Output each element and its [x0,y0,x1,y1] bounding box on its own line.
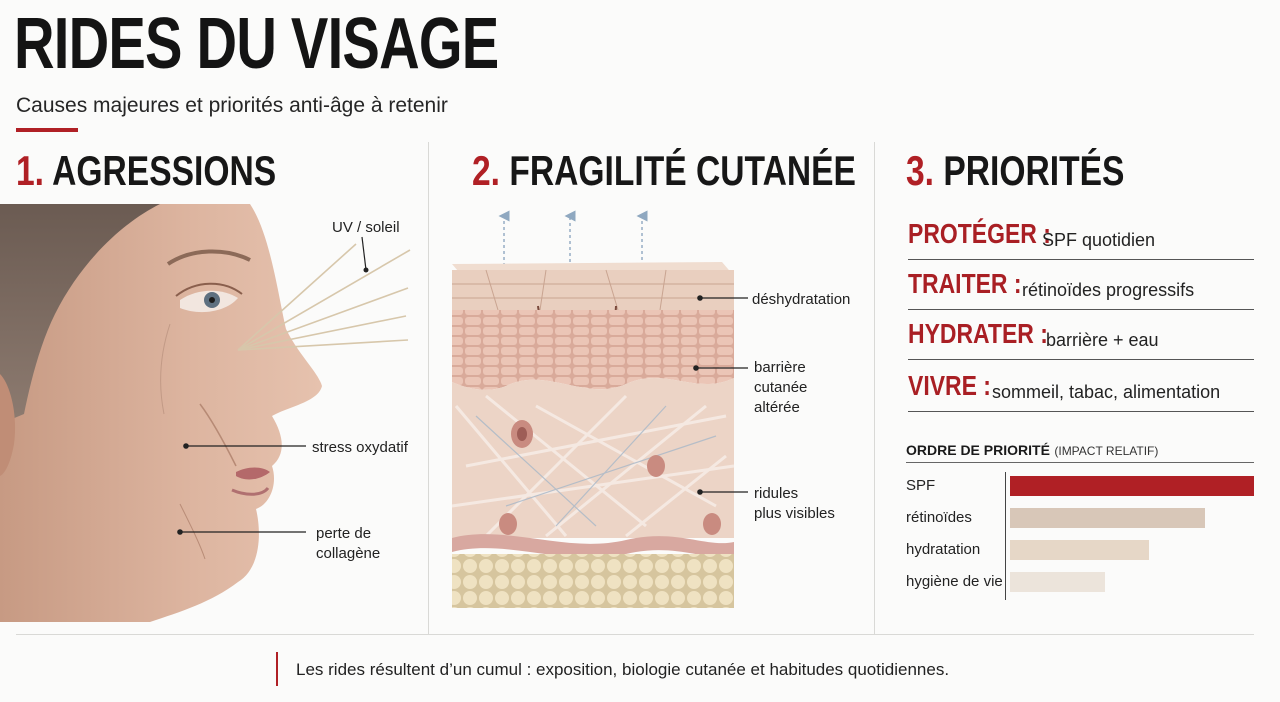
bar-label: hygiène de vie [906,573,1003,590]
priority-value: barrière + eau [1046,330,1159,350]
bar-3 [1010,540,1149,560]
accent-rule [16,128,78,132]
section-title-fragilite: 2. FRAGILITÉ CUTANÉE [472,147,856,194]
column-divider-1 [428,142,429,634]
footer-divider [16,634,1254,635]
priority-hydrater: HYDRATER : barrière + eau [908,318,1254,360]
callout-stress: stress oxydatif [312,439,408,456]
chart-title-rule [906,462,1254,463]
bar-4 [1010,572,1105,592]
priority-key: HYDRATER : [908,318,1048,349]
section-title-agressions: 1. AGRESSIONS [16,147,277,194]
footer-accent [276,652,278,686]
priority-value: rétinoïdes progressifs [1022,280,1195,300]
face-illustration [0,204,411,622]
bar-label: rétinoïdes [906,509,972,526]
page-title: RIDES DU VISAGE [14,4,499,84]
column-divider-2 [874,142,875,634]
priority-value: sommeil, tabac, alimentation [992,382,1221,402]
bar-2 [1010,508,1205,528]
priority-key: TRAITER : [908,268,1022,299]
callout-uv: UV / soleil [332,219,400,236]
chart-axis [1005,472,1006,600]
bar-1 [1010,476,1254,496]
footer-text: Les rides résultent d’un cumul : exposit… [296,660,950,679]
callout-dehydration: déshydratation [752,291,851,308]
priority-proteger: PROTÉGER : SPF quotidien [908,218,1254,260]
priority-vivre: VIVRE : sommeil, tabac, alimentation [908,370,1254,412]
priority-traiter: TRAITER : rétinoïdes progressifs [908,268,1254,310]
priority-key: VIVRE : [908,370,991,401]
bar-label: SPF [906,477,936,494]
section-title-priorites: 3. PRIORITÉS [906,147,1125,194]
bar-label: hydratation [906,541,981,558]
page-subtitle: Causes majeures et priorités anti-âge à … [16,94,448,117]
priority-value: SPF quotidien [1042,230,1156,250]
priority-key: PROTÉGER : [908,218,1051,249]
chart-title: ORDRE DE PRIORITÉ (IMPACT RELATIF) [906,442,1159,458]
skin-cross-section [451,210,748,608]
